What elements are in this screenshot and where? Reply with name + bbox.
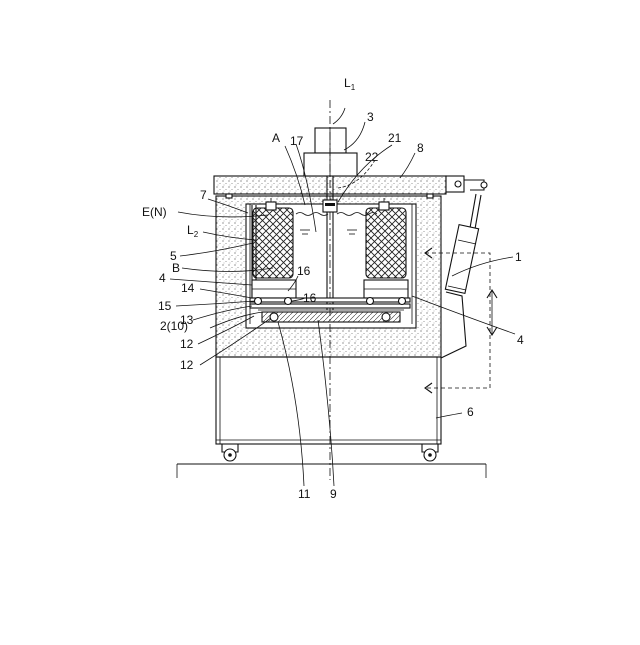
label-16-lower: 16 <box>303 291 317 305</box>
label-l1: L1 <box>344 76 356 92</box>
coupling-hub <box>325 203 335 206</box>
label-b: B <box>172 261 180 275</box>
lid-foot-right <box>427 194 433 198</box>
label-11: 11 <box>298 487 311 501</box>
label-2-10: 2(10) <box>160 319 188 333</box>
label-17: 17 <box>290 134 304 148</box>
motor-lower <box>304 153 357 176</box>
plate-lower <box>250 304 410 308</box>
label-3: 3 <box>367 110 374 124</box>
label-21: 21 <box>388 131 402 145</box>
label-8: 8 <box>417 141 424 155</box>
motor-upper <box>315 128 346 153</box>
label-9: 9 <box>330 487 337 501</box>
base-frame <box>262 312 400 322</box>
label-7: 7 <box>200 188 207 202</box>
label-15: 15 <box>158 299 172 313</box>
label-6: 6 <box>467 405 474 419</box>
caster-right <box>422 444 438 461</box>
label-12-lower: 12 <box>180 358 194 372</box>
label-22: 22 <box>365 150 379 164</box>
lift-cylinder <box>441 176 487 358</box>
lower-cabinet <box>216 357 441 444</box>
label-en: E(N) <box>142 205 167 219</box>
caster-left <box>222 444 238 461</box>
left-filter-element <box>253 198 293 278</box>
label-4-left: 4 <box>159 271 166 285</box>
label-l2: L2 <box>187 223 199 239</box>
label-4-right: 4 <box>517 333 524 347</box>
label-16-upper: 16 <box>297 264 311 278</box>
plate-upper <box>250 298 410 302</box>
label-12-upper: 12 <box>180 337 194 351</box>
label-a: A <box>272 131 280 145</box>
right-filter-element <box>366 198 406 278</box>
label-14: 14 <box>181 281 195 295</box>
lid-foot-left <box>226 194 232 198</box>
label-1: 1 <box>515 250 522 264</box>
